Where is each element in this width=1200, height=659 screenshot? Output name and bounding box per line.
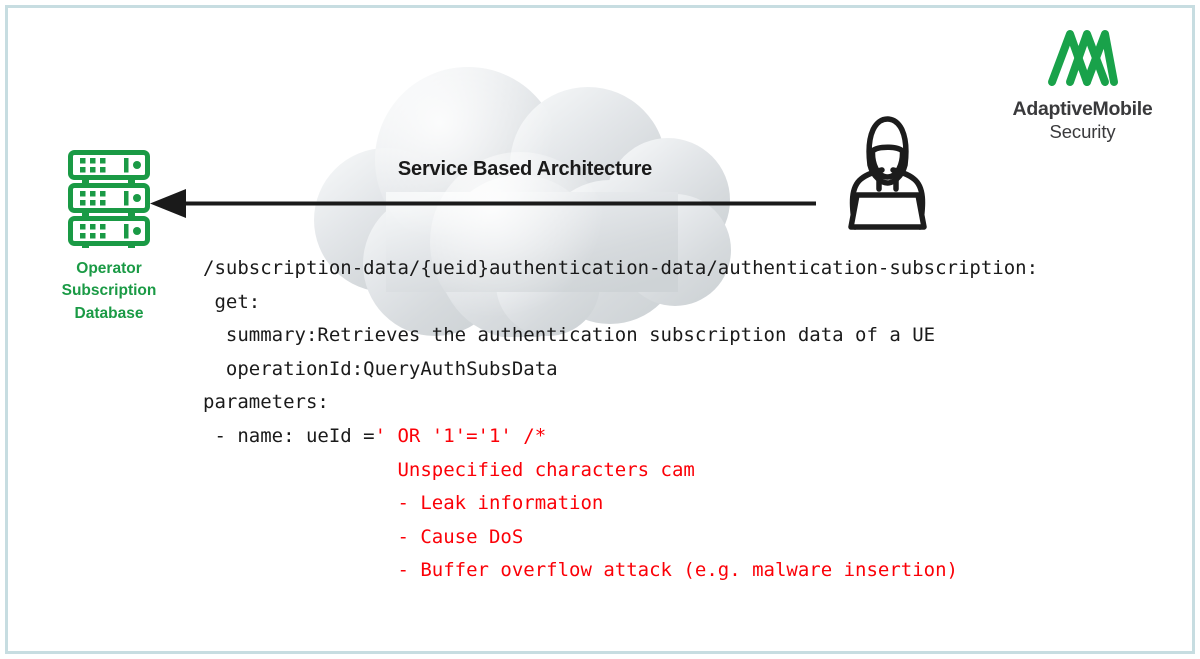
- adaptivemobile-logo-icon: [1047, 30, 1118, 86]
- operator-subscription-database: Operator Subscription Database: [34, 148, 184, 325]
- code-line-consequence-3: - Buffer overflow attack (e.g. malware i…: [203, 554, 1038, 588]
- logo-brand-sub: Security: [1049, 121, 1116, 143]
- code-line-consequence-intro: Unspecified characters cam: [203, 454, 1038, 488]
- code-segment: get:: [203, 290, 261, 313]
- code-segment: /subscription-data/{ueid}authentication-…: [203, 257, 1039, 279]
- code-segment: ' OR '1'='1' /*: [374, 424, 547, 447]
- code-segment: - Buffer overflow attack (e.g. malware i…: [203, 559, 958, 582]
- service-based-architecture-cloud: [290, 52, 760, 337]
- code-line-get: get:: [203, 286, 1038, 320]
- code-segment: parameters:: [203, 391, 329, 414]
- cloud-title: Service Based Architecture: [397, 158, 653, 180]
- attack-flow-arrow: [150, 186, 830, 222]
- code-segment: operationId:QueryAuthSubsData: [203, 357, 558, 380]
- code-segment: Unspecified characters cam: [203, 458, 695, 481]
- database-label-line3: Database: [74, 304, 144, 322]
- openapi-code-block: /subscription-data/{ueid}authentication-…: [203, 252, 1038, 588]
- code-segment: - Leak information: [203, 492, 604, 515]
- database-label-line2: Subscription: [61, 282, 157, 300]
- code-segment: - Cause DoS: [203, 525, 524, 548]
- code-line-injection: - name: ueId =' OR '1'='1' /*: [203, 420, 1038, 454]
- code-line-summary: summary:Retrieves the authentication sub…: [203, 319, 1038, 353]
- database-label-line1: Operator: [76, 260, 142, 277]
- code-line-consequence-1: - Leak information: [203, 487, 1038, 521]
- server-rack-icon: [68, 150, 150, 248]
- logo-brand-name: AdaptiveMobile: [1012, 98, 1153, 120]
- adaptivemobile-logo: AdaptiveMobile Security: [995, 24, 1170, 144]
- database-label: Operator Subscription Database: [34, 258, 184, 325]
- code-line-parameters: parameters:: [203, 386, 1038, 420]
- code-segment: summary:Retrieves the authentication sub…: [203, 324, 936, 347]
- code-line-operation-id: operationId:QueryAuthSubsData: [203, 353, 1038, 387]
- code-line-consequence-2: - Cause DoS: [203, 521, 1038, 555]
- hacker-with-laptop-icon: [825, 107, 950, 232]
- code-line-path: /subscription-data/{ueid}authentication-…: [203, 252, 1038, 286]
- code-segment: - name: ueId =: [203, 424, 375, 447]
